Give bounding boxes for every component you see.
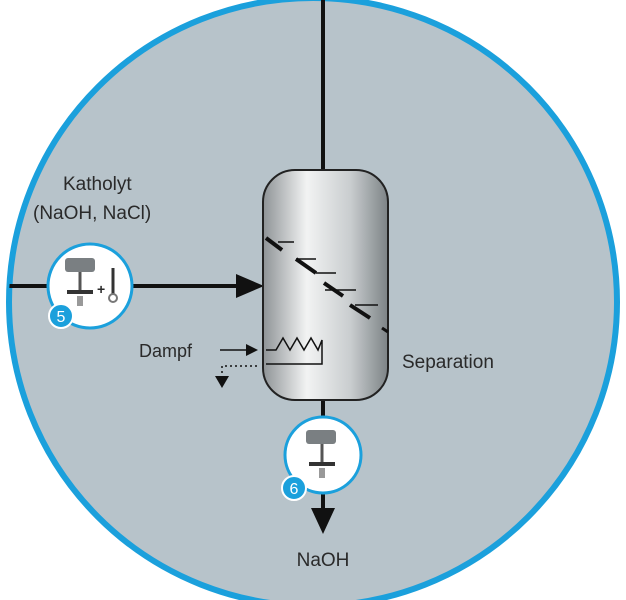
instrument-5[interactable]: + 5 [46,242,134,330]
condensate-arrow-icon [215,376,229,388]
feed-composition-label: (NaOH, NaCl) [33,203,151,224]
vessel-trays [264,236,389,334]
instrument-6[interactable]: 6 [281,415,363,501]
steam-label: Dampf [139,341,193,361]
feed-arrow-icon [236,274,264,298]
instrument-5-number: 5 [57,309,66,326]
condensate-line [221,365,257,376]
steam-arrow-icon [246,344,258,356]
svg-text:+: + [97,281,105,297]
product-label: NaOH [297,550,350,571]
vessel-label: Separation [402,352,494,373]
heater-coil-icon [266,336,323,365]
instrument-6-number: 6 [290,481,299,498]
feed-label: Katholyt [63,174,132,195]
product-arrow-icon [311,508,335,534]
